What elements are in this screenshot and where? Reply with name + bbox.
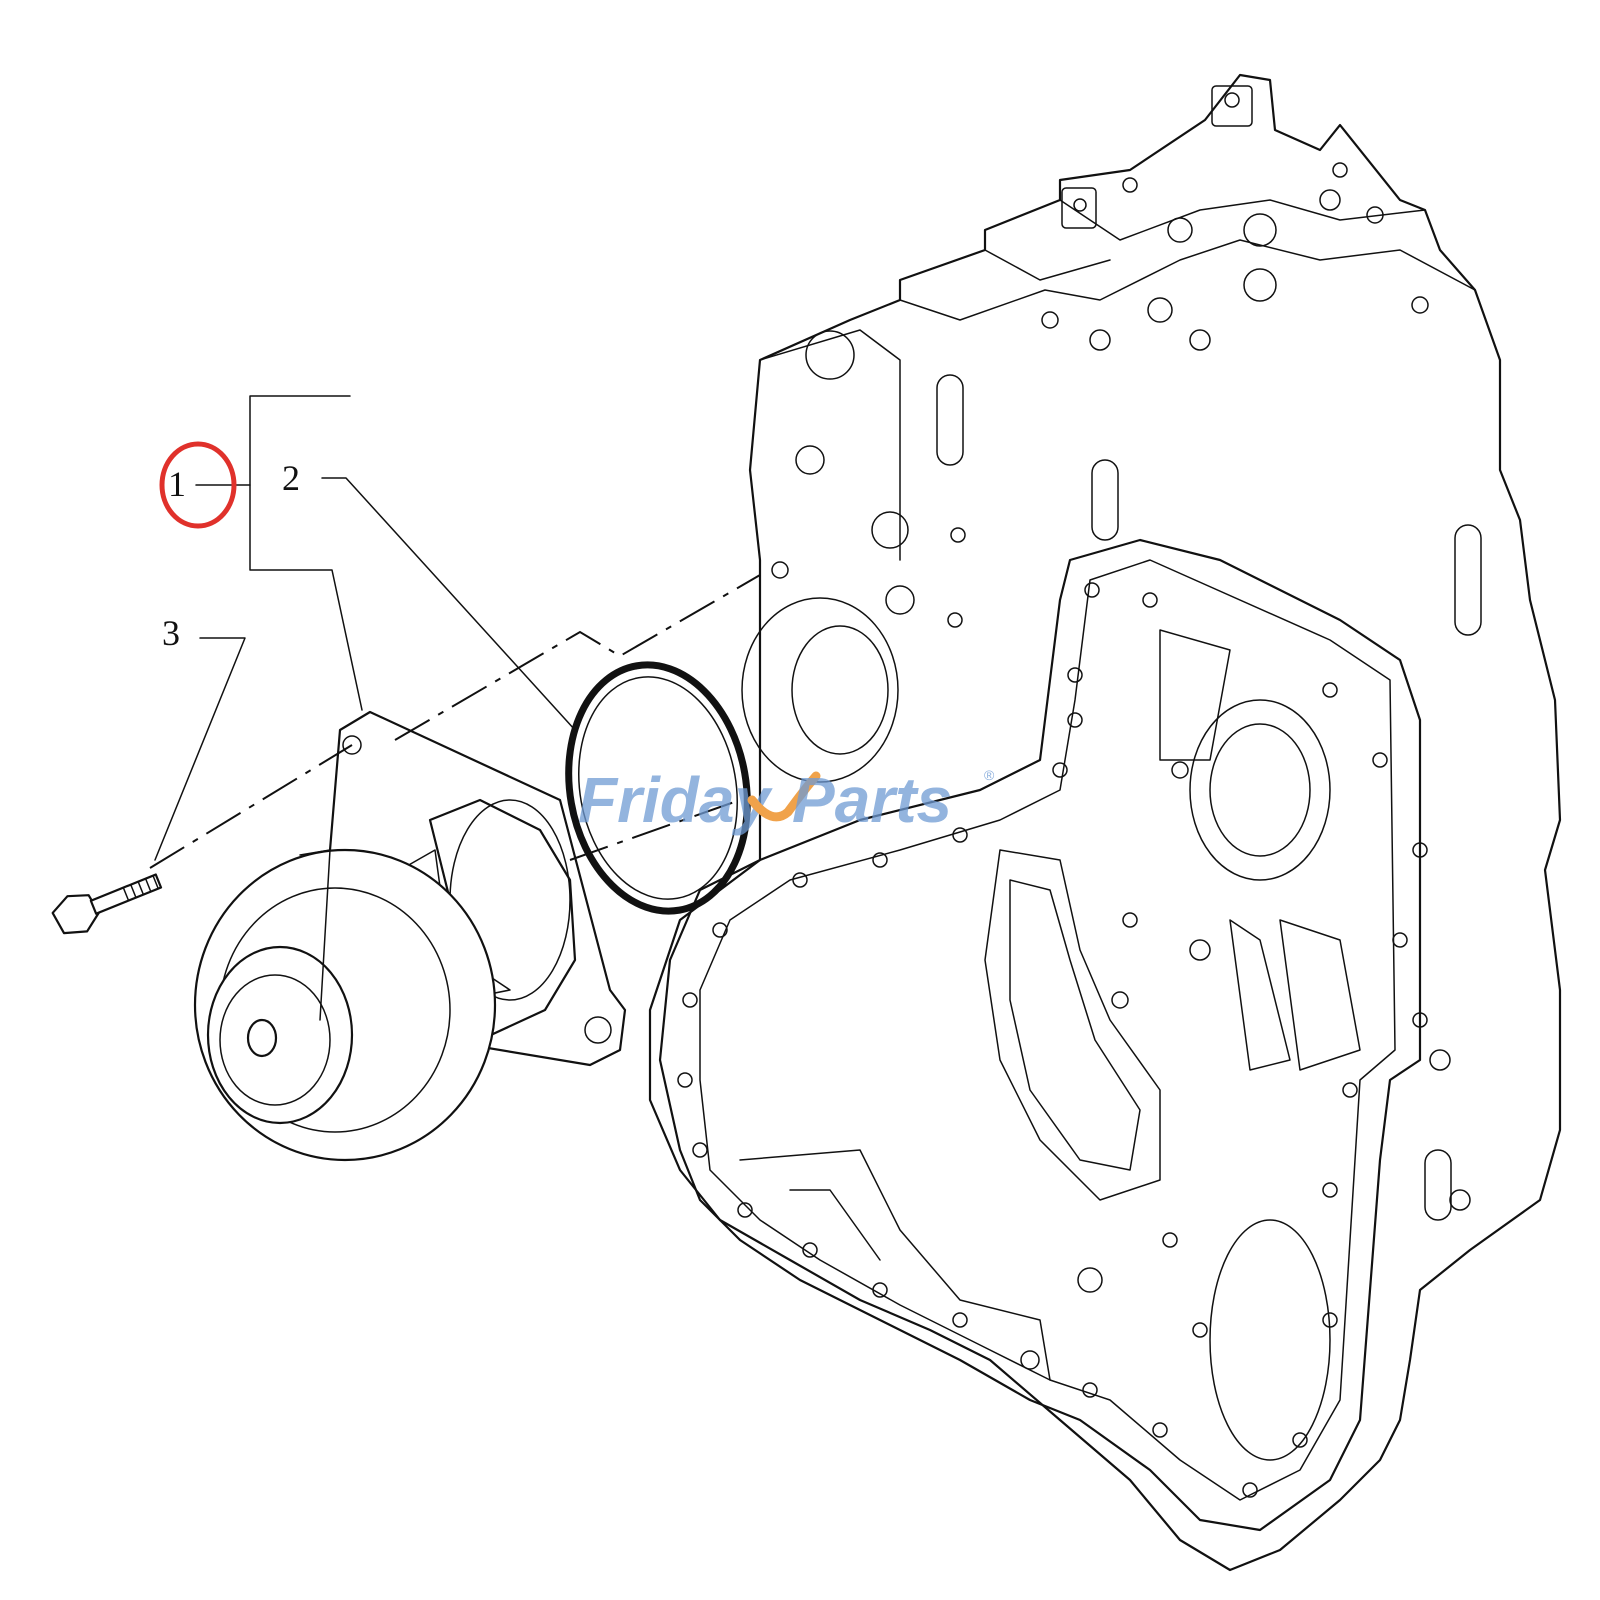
alignment-centerlines	[149, 574, 761, 869]
o-ring-seal	[565, 661, 751, 915]
watermark-swoosh-icon	[747, 771, 821, 822]
callout-1: 1	[168, 464, 186, 504]
watermark-text-part1: Friday	[578, 764, 773, 836]
watermark-text-part2: Parts	[792, 764, 952, 836]
watermark-logo: Friday Parts ®	[578, 764, 995, 836]
cover-bolt-holes	[677, 582, 1471, 1498]
watermark-registered: ®	[984, 767, 995, 783]
callout-2: 2	[282, 458, 300, 498]
callout-leaders	[154, 395, 576, 861]
highlight-circle	[159, 441, 237, 529]
water-pump	[193, 710, 627, 1162]
mounting-bolt	[51, 873, 163, 935]
engine-block	[648, 73, 1562, 1572]
callout-3: 3	[162, 613, 180, 653]
